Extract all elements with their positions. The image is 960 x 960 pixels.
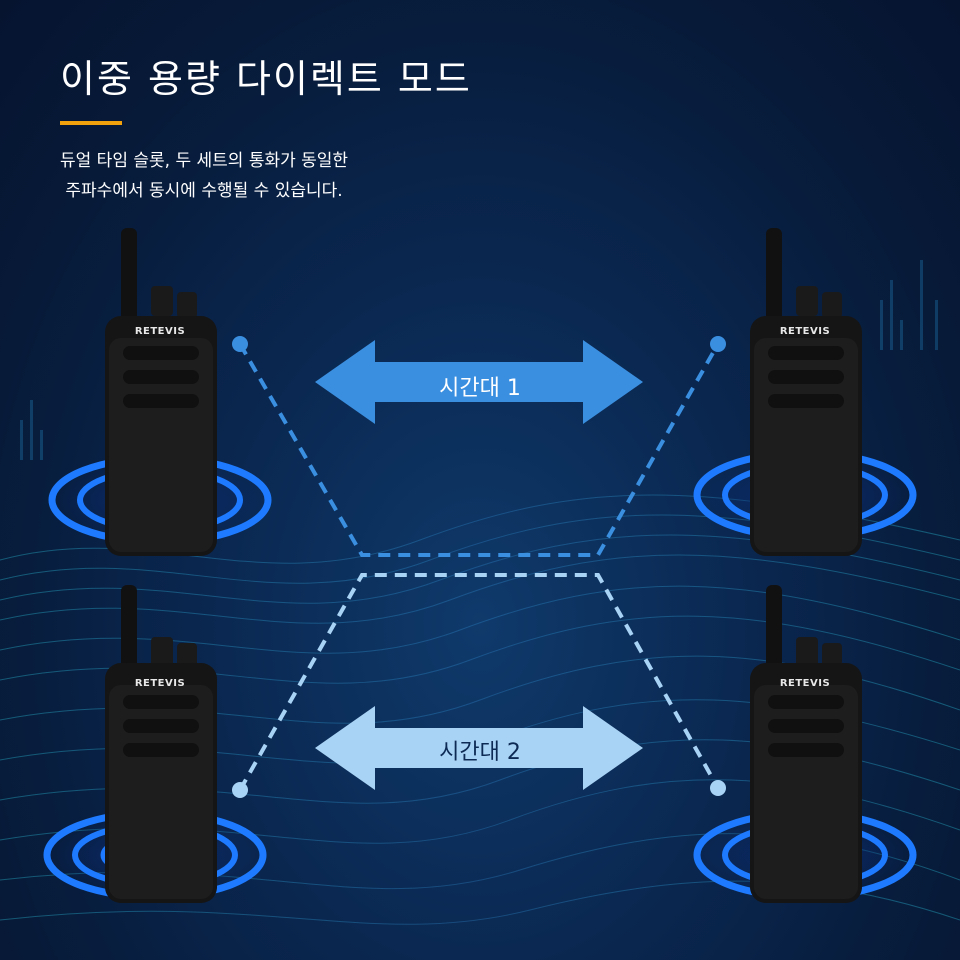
node-bottom-right [710, 780, 726, 796]
slot-2-label: 시간대 2 [439, 740, 521, 765]
link-slot-1 [238, 342, 720, 557]
node-top-right [710, 336, 726, 352]
radio-brand-top-right: RETEVIS [779, 326, 831, 337]
arrow-slot-1 [315, 340, 643, 424]
title-accent-bar [60, 121, 122, 125]
node-top-left [232, 336, 248, 352]
radio-brand-bottom-right: RETEVIS [779, 678, 831, 689]
radio-top-right [750, 228, 862, 556]
page-subtitle: 듀얼 타임 슬롯, 두 세트의 통화가 동일한 주파수에서 동시에 수행될 수 … [60, 146, 520, 206]
radio-brand-bottom-left: RETEVIS [134, 678, 186, 689]
node-bottom-left [232, 782, 248, 798]
radio-brand-top-left: RETEVIS [134, 326, 186, 337]
radio-bottom-right [750, 585, 862, 903]
page-title: 이중 용량 다이렉트 모드 [60, 57, 472, 101]
link-slot-2 [238, 573, 720, 791]
slot-1-label: 시간대 1 [439, 376, 521, 401]
radio-top-left [105, 228, 217, 556]
subtitle-line-1: 듀얼 타임 슬롯, 두 세트의 통화가 동일한 [60, 151, 349, 171]
radio-bottom-left [105, 585, 217, 903]
arrow-slot-2 [315, 706, 643, 790]
subtitle-line-2: 주파수에서 동시에 수행될 수 있습니다. [60, 181, 343, 201]
